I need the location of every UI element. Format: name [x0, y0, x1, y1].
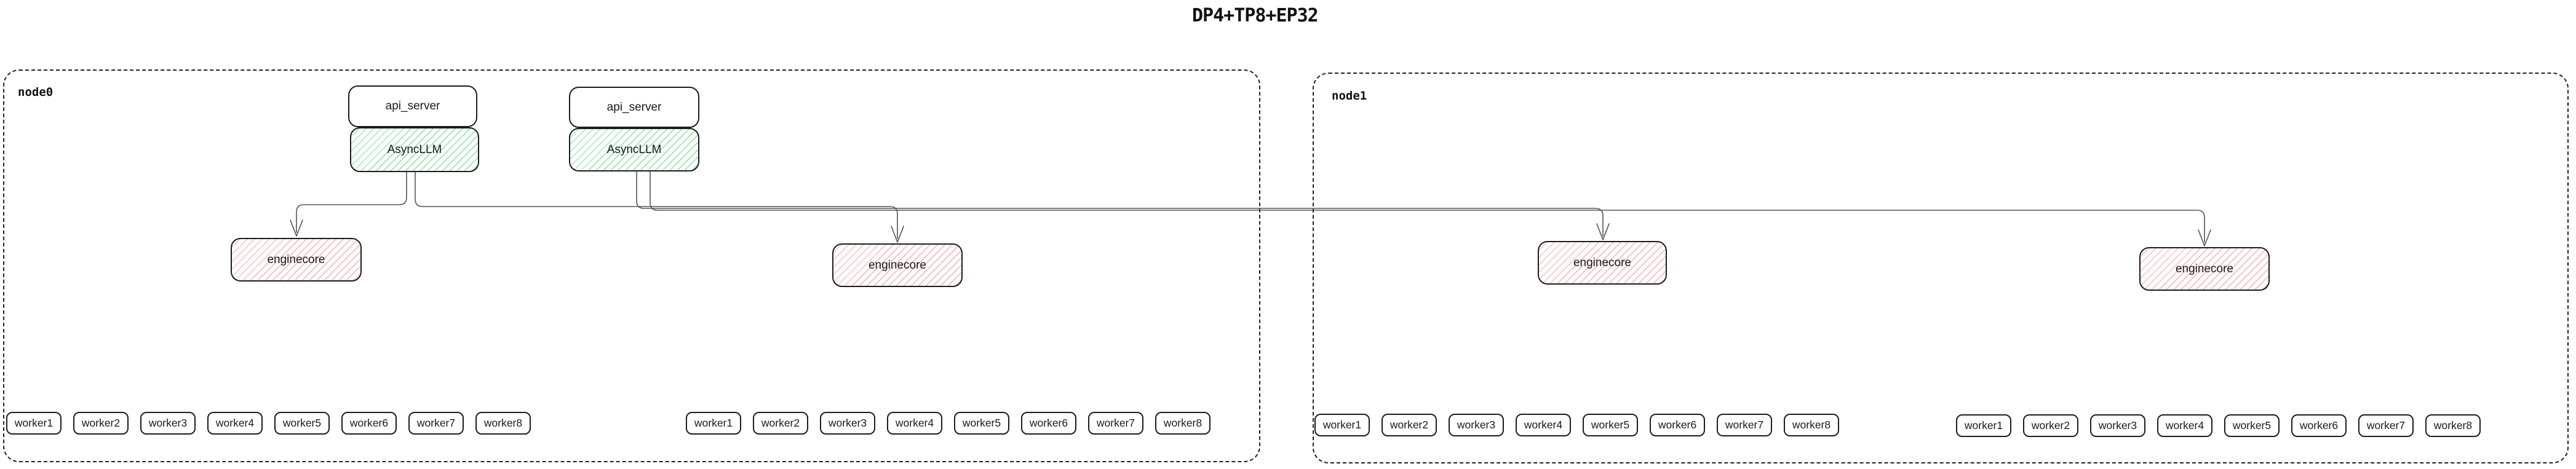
worker-box: worker6	[1650, 414, 1705, 436]
worker-box: worker7	[2358, 414, 2414, 437]
worker-box: worker1	[6, 412, 62, 435]
asyncllm-box-2: AsyncLLM	[569, 128, 699, 171]
worker-box: worker3	[140, 412, 196, 435]
enginecore-box-1: enginecore	[231, 238, 362, 282]
node0-worker-group-1: worker1 worker2 worker3 worker4 worker5 worke…	[6, 412, 531, 435]
asyncllm-box-1: AsyncLLM	[350, 127, 479, 172]
worker-box: worker2	[753, 412, 808, 435]
worker-box: worker5	[274, 412, 330, 435]
enginecore-box-4: enginecore	[2139, 247, 2270, 291]
enginecore-box-2: enginecore	[832, 243, 963, 287]
worker-box: worker5	[1583, 414, 1638, 436]
worker-box: worker2	[73, 412, 129, 435]
node1-worker-group-1: worker1 worker2 worker3 worker4 worker5 worke…	[1314, 414, 1839, 436]
worker-box: worker6	[2291, 414, 2347, 437]
worker-box: worker3	[1449, 414, 1504, 436]
worker-box: worker8	[1155, 412, 1210, 435]
worker-box: worker5	[2224, 414, 2280, 437]
worker-box: worker1	[1956, 414, 2011, 437]
worker-box: worker8	[1784, 414, 1839, 436]
node0-worker-group-2: worker1 worker2 worker3 worker4 worker5 worke…	[686, 412, 1210, 435]
worker-box: worker7	[408, 412, 464, 435]
node0-container: node0	[3, 69, 1260, 462]
worker-box: worker7	[1717, 414, 1772, 436]
worker-box: worker8	[2425, 414, 2481, 437]
worker-box: worker1	[686, 412, 741, 435]
enginecore-box-3: enginecore	[1538, 241, 1667, 285]
worker-box: worker6	[1021, 412, 1076, 435]
worker-box: worker4	[887, 412, 942, 435]
node1-container: node1	[1313, 73, 2569, 463]
worker-box: worker2	[1381, 414, 1437, 436]
worker-box: worker5	[954, 412, 1009, 435]
worker-box: worker4	[2157, 414, 2212, 437]
worker-box: worker4	[1516, 414, 1571, 436]
api-server-box-2: api_server	[569, 87, 699, 128]
worker-box: worker3	[820, 412, 875, 435]
worker-box: worker8	[475, 412, 531, 435]
worker-box: worker2	[2023, 414, 2078, 437]
worker-box: worker3	[2090, 414, 2145, 437]
worker-box: worker6	[341, 412, 397, 435]
api-server-box-1: api_server	[348, 85, 477, 127]
node0-label: node0	[18, 85, 54, 99]
node1-label: node1	[1332, 89, 1367, 103]
worker-box: worker1	[1314, 414, 1370, 436]
diagram-title: DP4+TP8+EP32	[1192, 5, 1319, 26]
worker-box: worker4	[207, 412, 263, 435]
worker-box: worker7	[1088, 412, 1143, 435]
node1-worker-group-2: worker1 worker2 worker3 worker4 worker5 worke…	[1956, 414, 2481, 437]
